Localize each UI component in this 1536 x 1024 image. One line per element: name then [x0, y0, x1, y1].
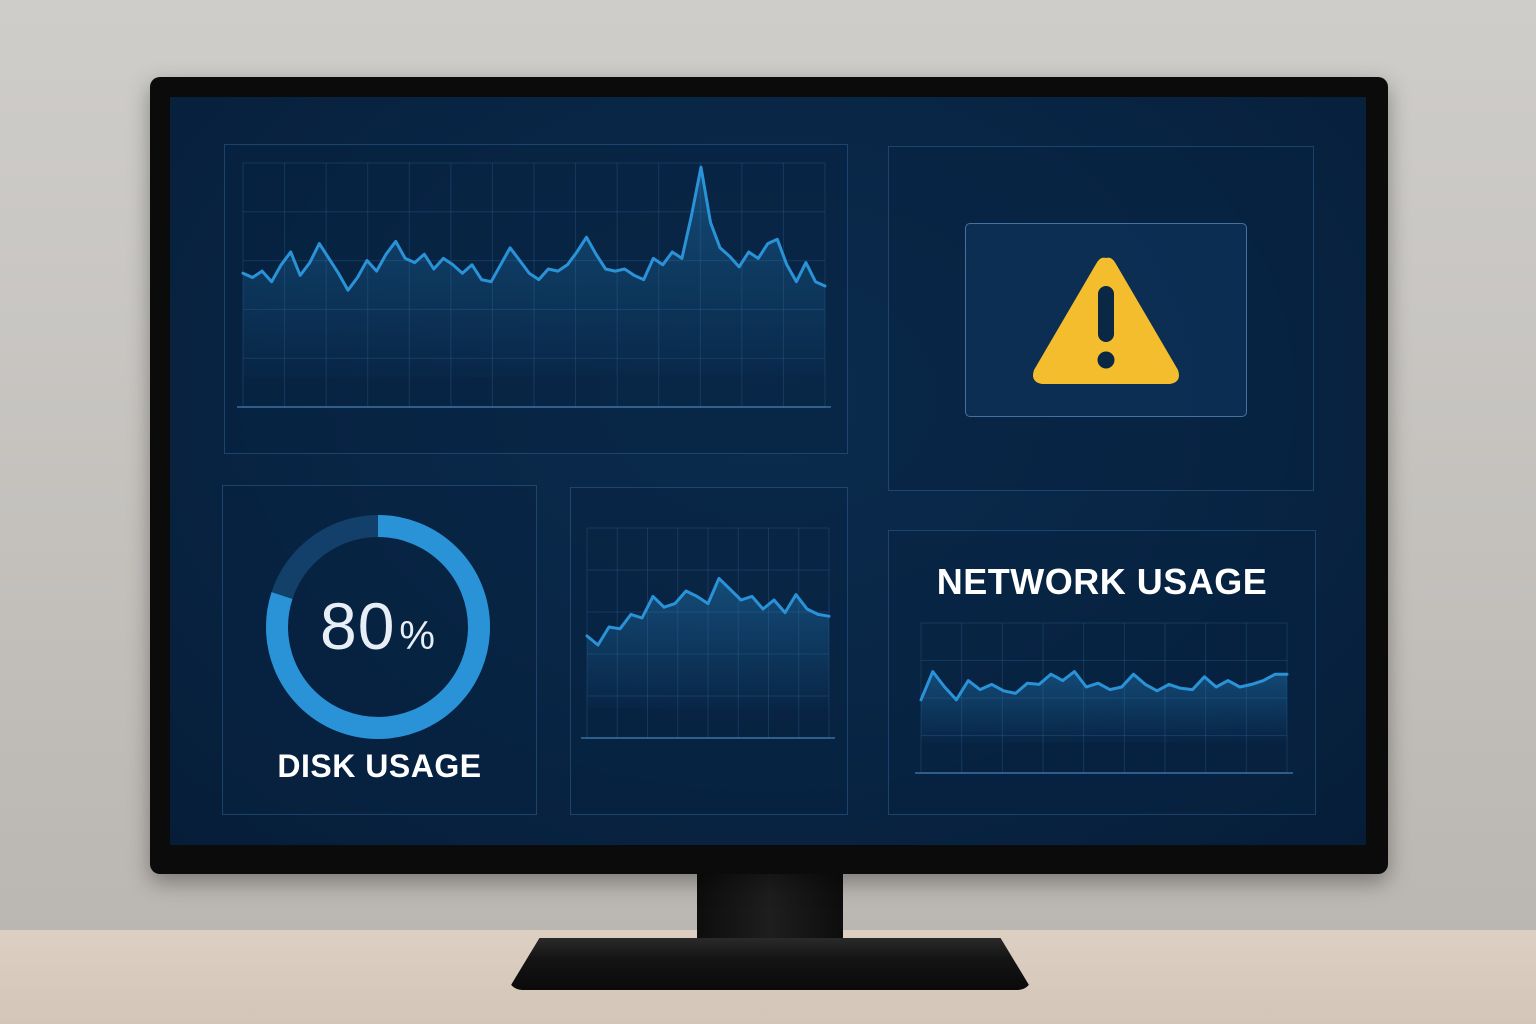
disk-usage-gauge: [266, 515, 490, 739]
disk-usage-label: DISK USAGE: [277, 748, 482, 784]
network-usage-title: NETWORK USAGE: [936, 561, 1268, 602]
alert-box[interactable]: [965, 223, 1247, 417]
main-line-chart: [237, 162, 831, 408]
monitor-stand-neck: [697, 868, 843, 946]
disk-usage-panel: 80% DISK USAGE: [222, 485, 537, 815]
disk-usage-value: 80%: [263, 588, 493, 664]
disk-usage-number: 80: [320, 589, 396, 663]
network-usage-panel: NETWORK USAGE: [888, 530, 1316, 815]
series-area: [921, 671, 1287, 743]
series-line: [585, 576, 831, 647]
monitor-stand-base: [508, 938, 1032, 990]
secondary-chart-panel: [570, 487, 848, 815]
main-chart-panel: [224, 144, 848, 454]
series-area: [587, 578, 829, 708]
series-line: [241, 165, 827, 292]
dashboard-screen: 80% DISK USAGE NETWORK USAGE: [170, 97, 1366, 845]
warning-triangle-icon: [1033, 257, 1179, 384]
disk-usage-unit: %: [399, 614, 436, 658]
series-area: [243, 167, 825, 377]
series-line: [919, 670, 1289, 702]
network-usage-chart: [915, 622, 1293, 774]
secondary-line-chart: [581, 527, 835, 739]
alert-panel: [888, 146, 1314, 491]
